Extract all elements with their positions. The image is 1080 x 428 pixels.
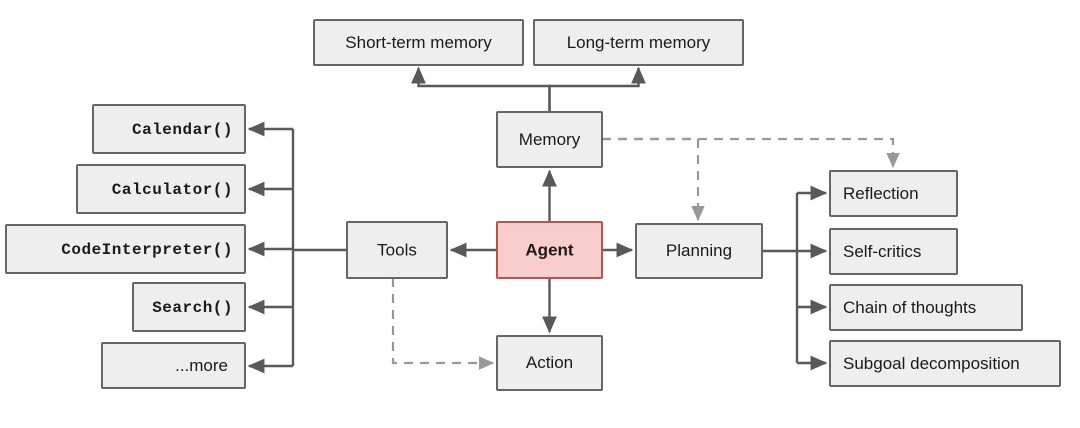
node-tools-label: Tools <box>377 240 417 259</box>
edge-layer <box>247 66 900 374</box>
node-code-interpreter-label: CodeInterpreter() <box>61 241 233 259</box>
node-subgoal-decomposition-box[interactable] <box>829 340 1061 387</box>
node-calendar[interactable]: Calendar() <box>92 104 246 154</box>
node-code-interpreter[interactable]: CodeInterpreter() <box>5 224 246 274</box>
node-reflection-label: Reflection <box>843 184 919 203</box>
node-calculator-box[interactable] <box>76 164 246 214</box>
node-calendar-label: Calendar() <box>132 121 233 139</box>
node-long-term-memory-label: Long-term memory <box>567 33 711 52</box>
node-chain-of-thoughts-label: Chain of thoughts <box>843 298 976 317</box>
node-chain-of-thoughts[interactable]: Chain of thoughts <box>829 284 1023 331</box>
node-agent[interactable]: Agent <box>496 221 603 279</box>
edge-tools-to-action-dashed <box>391 278 495 370</box>
node-action-label: Action <box>526 353 573 372</box>
node-more-label: ...more <box>175 356 228 375</box>
node-search-box[interactable] <box>132 282 246 332</box>
node-long-term-memory[interactable]: Long-term memory <box>533 19 744 66</box>
node-tools-box[interactable] <box>346 221 448 279</box>
node-long-term-memory-box[interactable] <box>533 19 744 66</box>
node-layer: Short-term memory Long-term memory Memor… <box>5 19 1061 391</box>
node-short-term-memory[interactable]: Short-term memory <box>313 19 524 66</box>
node-code-interpreter-box[interactable] <box>5 224 246 274</box>
node-agent-box[interactable] <box>496 221 603 279</box>
node-chain-of-thoughts-box[interactable] <box>829 284 1023 331</box>
node-reflection[interactable]: Reflection <box>829 170 958 217</box>
node-search-label: Search() <box>152 299 233 317</box>
node-short-term-memory-box[interactable] <box>313 19 524 66</box>
node-more[interactable]: ...more <box>101 342 246 389</box>
edge-memory-to-long-term-memory <box>548 66 646 112</box>
node-memory-box[interactable] <box>496 111 603 168</box>
node-planning-box[interactable] <box>635 223 763 279</box>
node-reflection-box[interactable] <box>829 170 958 217</box>
node-tools[interactable]: Tools <box>346 221 448 279</box>
node-short-term-memory-label: Short-term memory <box>345 33 492 52</box>
node-memory[interactable]: Memory <box>496 111 603 168</box>
node-self-critics-box[interactable] <box>829 228 958 275</box>
node-self-critics-label: Self-critics <box>843 242 921 261</box>
node-agent-label: Agent <box>525 240 574 259</box>
edge-memory-to-planning-dashed <box>602 137 705 222</box>
node-more-box[interactable] <box>101 342 246 389</box>
node-memory-label: Memory <box>519 130 581 149</box>
node-search[interactable]: Search() <box>132 282 246 332</box>
node-planning[interactable]: Planning <box>635 223 763 279</box>
node-calculator[interactable]: Calculator() <box>76 164 246 214</box>
node-subgoal-decomposition-label: Subgoal decomposition <box>843 354 1020 373</box>
node-calendar-box[interactable] <box>92 104 246 154</box>
node-self-critics[interactable]: Self-critics <box>829 228 958 275</box>
node-subgoal-decomposition[interactable]: Subgoal decomposition <box>829 340 1061 387</box>
node-calculator-label: Calculator() <box>112 181 233 199</box>
node-planning-label: Planning <box>666 241 732 260</box>
edge-memory-to-short-term-memory <box>411 66 551 112</box>
node-action[interactable]: Action <box>496 335 603 391</box>
node-action-box[interactable] <box>496 335 603 391</box>
edge-memory-to-reflection-dashed <box>602 137 900 169</box>
